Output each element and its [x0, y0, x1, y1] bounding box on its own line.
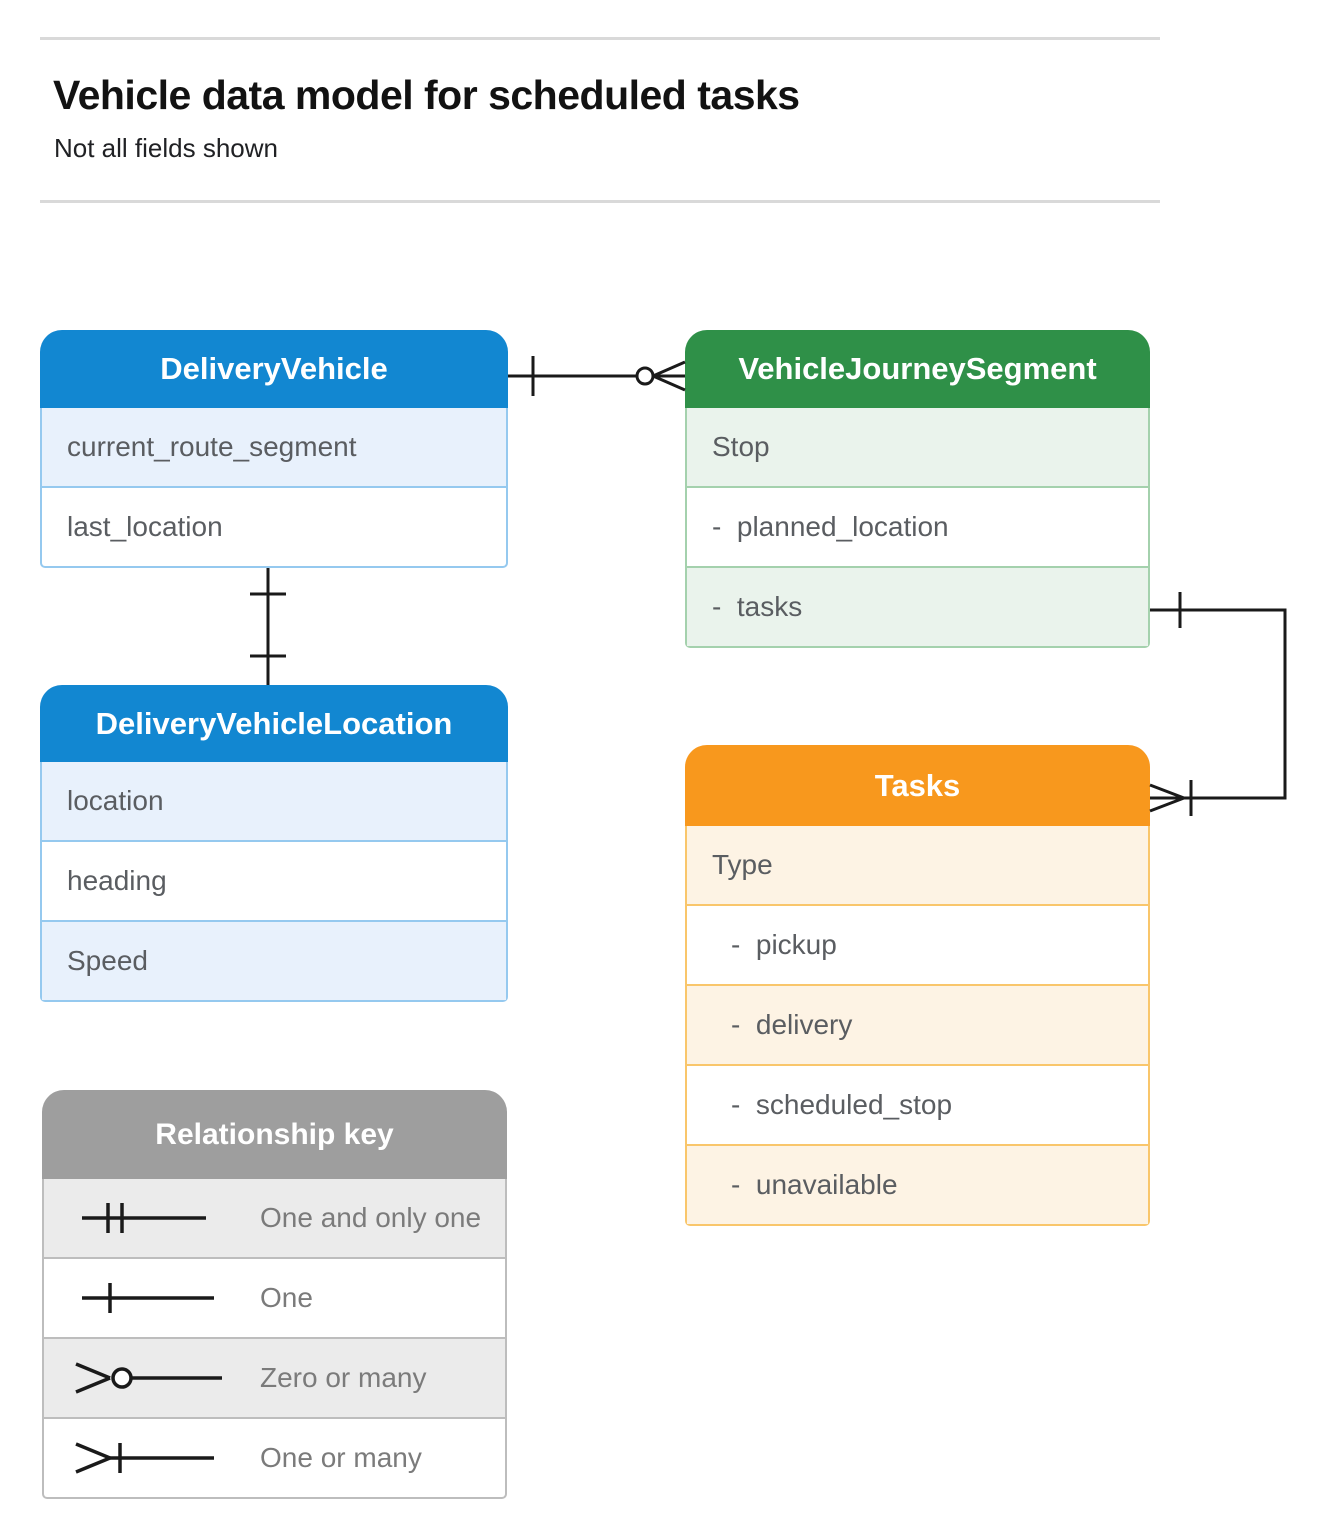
legend-label: One or many — [260, 1442, 422, 1473]
one-and-only-one-symbol — [82, 1203, 206, 1233]
legend-item-one-or-many: One or many — [44, 1417, 505, 1497]
entity-title-delivery-vehicle-location: DeliveryVehicleLocation — [40, 685, 508, 762]
legend-item-one-and-only-one: One and only one — [44, 1179, 505, 1257]
legend-label: Zero or many — [260, 1362, 427, 1393]
page-subtitle: Not all fields shown — [54, 133, 278, 163]
top-divider-line — [40, 37, 1160, 40]
one-symbol — [82, 1283, 214, 1313]
entity-vehicle-journey-segment: VehicleJourneySegment Stop - planned_loc… — [685, 330, 1150, 648]
zero-circle — [635, 366, 655, 386]
entity-delivery-vehicle-location: DeliveryVehicleLocation location heading… — [40, 685, 508, 1002]
crow-foot-lower — [1149, 796, 1185, 813]
zero-or-many-symbol — [75, 1362, 222, 1394]
entity-title-delivery-vehicle: DeliveryVehicle — [40, 330, 508, 408]
field-pickup: - pickup — [687, 904, 1148, 984]
field-scheduled-stop: - scheduled_stop — [687, 1064, 1148, 1144]
relationship-key: Relationship key One and only one One — [42, 1090, 507, 1499]
entity-title-vehicle-journey-segment: VehicleJourneySegment — [685, 330, 1150, 408]
field-type: Type — [687, 826, 1148, 904]
field-planned-location: - planned_location — [687, 486, 1148, 566]
entity-tasks: Tasks Type - pickup - delivery - schedul… — [685, 745, 1150, 1226]
field-location: location — [42, 762, 506, 840]
connector-deliveryvehicle-to-vehiclejourneysegment — [508, 356, 686, 396]
field-delivery: - delivery — [687, 984, 1148, 1064]
entity-delivery-vehicle: DeliveryVehicle current_route_segment la… — [40, 330, 508, 568]
crow-foot-lower — [652, 374, 686, 392]
field-tasks: - tasks — [687, 566, 1148, 646]
legend-label: One — [260, 1282, 313, 1313]
entity-title-tasks: Tasks — [685, 745, 1150, 826]
legend-item-one: One — [44, 1257, 505, 1337]
one-or-many-symbol — [75, 1442, 214, 1474]
field-current-route-segment: current_route_segment — [42, 408, 506, 486]
field-stop: Stop — [687, 408, 1148, 486]
crow-foot-upper — [652, 360, 686, 378]
legend-item-zero-or-many: Zero or many — [44, 1337, 505, 1417]
field-heading: heading — [42, 840, 506, 920]
crow-foot-upper — [1149, 783, 1185, 800]
field-unavailable: - unavailable — [687, 1144, 1148, 1224]
field-last-location: last_location — [42, 486, 506, 566]
field-speed: Speed — [42, 920, 506, 1000]
relationship-key-title: Relationship key — [42, 1090, 507, 1179]
page-title: Vehicle data model for scheduled tasks — [53, 72, 800, 118]
connector-vehiclejourneysegment-tasks-to-tasks — [1149, 592, 1287, 816]
legend-label: One and only one — [260, 1202, 482, 1233]
connector-deliveryvehicle-to-deliveryvehiclelocation — [250, 568, 286, 685]
header-divider-line — [40, 200, 1160, 203]
